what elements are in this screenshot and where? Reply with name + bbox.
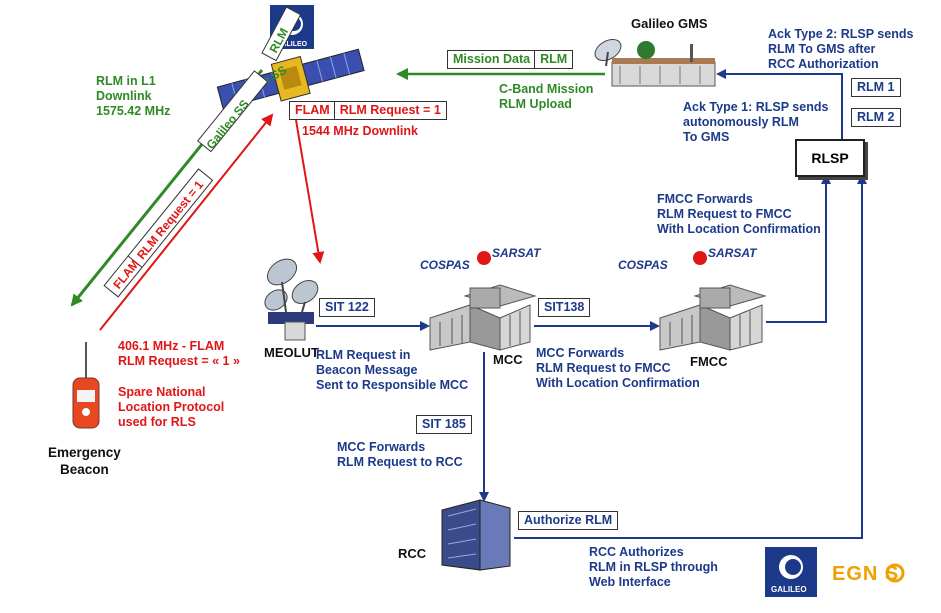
emergency-beacon-icon [72,342,100,429]
ack-arrow [716,69,843,139]
meolut-antenna-icon [264,258,319,341]
downlink-1544-text: 1544 MHz Downlink [302,124,418,138]
galileo-logo-text: GALILEO [276,41,308,48]
galileo-gms-label: Galileo GMS [631,16,708,31]
rlm2-box: RLM 2 [851,108,901,127]
galileo-bottom-logo-icon [765,547,817,597]
galileo-gms-icon [594,39,716,87]
fmcc-building-icon [659,284,767,351]
beacon-label: Emergency Beacon [48,445,121,477]
rcc-building-icon [441,499,511,571]
meolut-downlink-arrow [295,119,325,264]
beacon-uplink-arrow [99,113,274,331]
fmcc-to-rlsp-arrow [766,174,831,323]
authorize-rlm-box: Authorize RLM [518,511,619,530]
fmcc-label: FMCC [690,354,728,369]
rlm1-box: RLM 1 [851,78,901,97]
cospas-globe-icon-mcc [477,251,491,265]
cospas-globe-icon-fmcc [693,251,707,265]
meolut-label: MEOLUT [264,345,319,360]
sit138-box: SIT138 [538,298,591,317]
galileo-ss-box [197,70,269,153]
sit122-box: SIT 122 [319,298,375,317]
mcc-building-icon [429,284,537,351]
galileo-bottom-logo-text: GALILEO [771,585,807,594]
egnos-logo: EGN S [832,563,900,585]
rlsp-box: RLSP [795,139,865,177]
sit185-box: SIT 185 [416,415,472,434]
egnos-o-icon [885,563,905,583]
rcc-to-rlsp-arrow [514,174,867,539]
rcc-label: RCC [398,546,427,561]
mcc-label: MCC [493,352,523,367]
svg-text:RLM Request = 1: RLM Request = 1 [134,178,206,262]
flam-diagonal-box: FLAM RLM Request = 1 [103,168,214,298]
